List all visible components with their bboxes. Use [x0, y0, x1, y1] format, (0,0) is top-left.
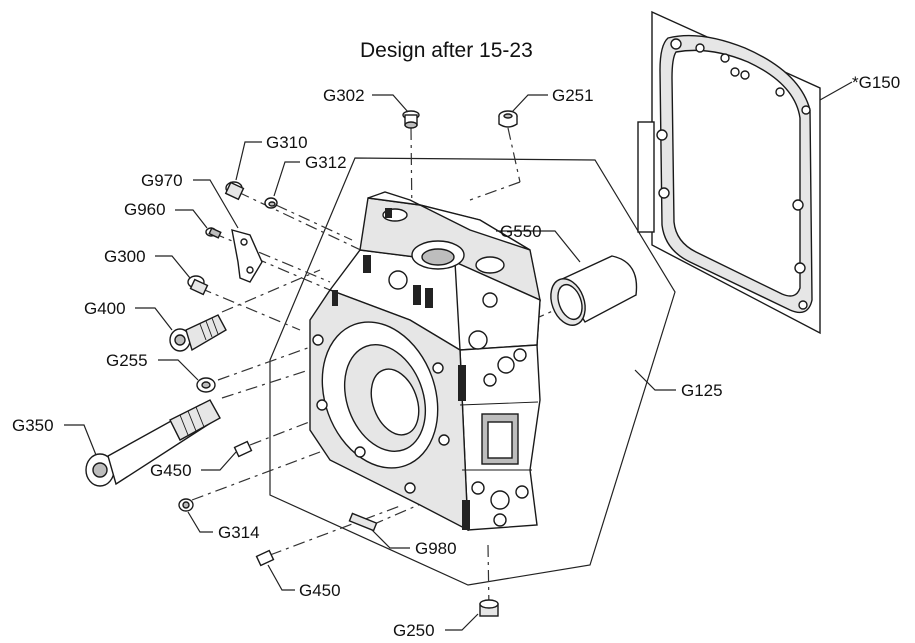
- bolt-g350: [85, 399, 221, 487]
- label-g312: G312: [305, 153, 347, 172]
- sleeve-g550: [550, 255, 638, 326]
- label-g960: G960: [124, 200, 166, 219]
- plug-g302: [402, 110, 420, 129]
- leader-g150: [819, 81, 853, 101]
- label-g302: G302: [323, 86, 365, 105]
- pin-g450-upper: [233, 440, 253, 458]
- pin-g450-lower: [255, 549, 275, 567]
- label-g450-upper: G450: [150, 461, 192, 480]
- gasket-g150: [637, 10, 821, 335]
- label-g125: G125: [681, 381, 723, 400]
- nut-g314: [178, 498, 194, 512]
- label-g250: G250: [393, 621, 435, 640]
- label-g150: *G150: [852, 73, 900, 92]
- label-g300: G300: [104, 247, 146, 266]
- label-g255: G255: [106, 351, 148, 370]
- screw-g255: [196, 377, 216, 393]
- screw-g310: [224, 181, 245, 201]
- screw-g312: [264, 197, 278, 209]
- label-g550: G550: [500, 222, 542, 241]
- label-g980: G980: [415, 539, 457, 558]
- label-g310: G310: [266, 133, 308, 152]
- label-g314: G314: [218, 523, 260, 542]
- bolt-g400: [169, 314, 227, 352]
- plug-g250: [479, 599, 499, 617]
- label-g970: G970: [141, 171, 183, 190]
- diagram-title: Design after 15-23: [360, 39, 533, 62]
- label-g450-lower: G450: [299, 581, 341, 600]
- plate-g970: [231, 229, 263, 283]
- label-g350: G350: [12, 416, 54, 435]
- screw-g300: [187, 275, 209, 296]
- leader-lines: [64, 94, 676, 631]
- plug-g251: [498, 110, 518, 128]
- screw-g960: [205, 227, 222, 239]
- pin-g980: [348, 512, 378, 532]
- label-g251: G251: [552, 86, 594, 105]
- housing-body: [309, 191, 541, 532]
- label-g400: G400: [84, 299, 126, 318]
